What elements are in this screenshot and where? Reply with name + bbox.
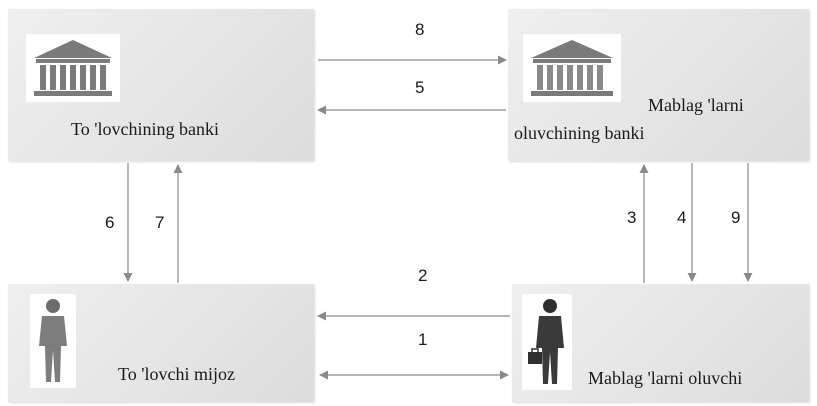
step-label-6: 6 <box>105 213 115 232</box>
person-with-briefcase-icon <box>522 294 572 390</box>
step-label-2: 2 <box>418 266 428 285</box>
payer-bank-label: To 'lovchining banki <box>71 119 219 139</box>
step-label-8: 8 <box>415 20 425 39</box>
bank-building-icon <box>523 34 621 102</box>
step-label-7: 7 <box>155 213 165 232</box>
payee-bank-label-line2: oluvchining banki <box>514 123 645 143</box>
step-label-9: 9 <box>731 208 741 227</box>
payer-client-node: To 'lovchi mijoz <box>8 284 314 402</box>
step-label-5: 5 <box>415 78 425 97</box>
step-label-3: 3 <box>627 208 637 227</box>
payer-bank-node: To 'lovchining banki <box>8 9 314 161</box>
payee-bank-node: Mablag 'larni oluvchining banki <box>508 9 809 161</box>
step-label-1: 1 <box>418 330 428 349</box>
payer-client-label: To 'lovchi mijoz <box>118 364 235 384</box>
step-label-4: 4 <box>677 208 687 227</box>
bank-building-icon <box>26 34 120 102</box>
payee-client-node: Mablag 'larni oluvchi <box>512 284 809 402</box>
person-icon <box>30 294 76 388</box>
payee-client-label: Mablag 'larni oluvchi <box>588 368 743 388</box>
payee-bank-label-line1: Mablag 'larni <box>648 95 744 115</box>
